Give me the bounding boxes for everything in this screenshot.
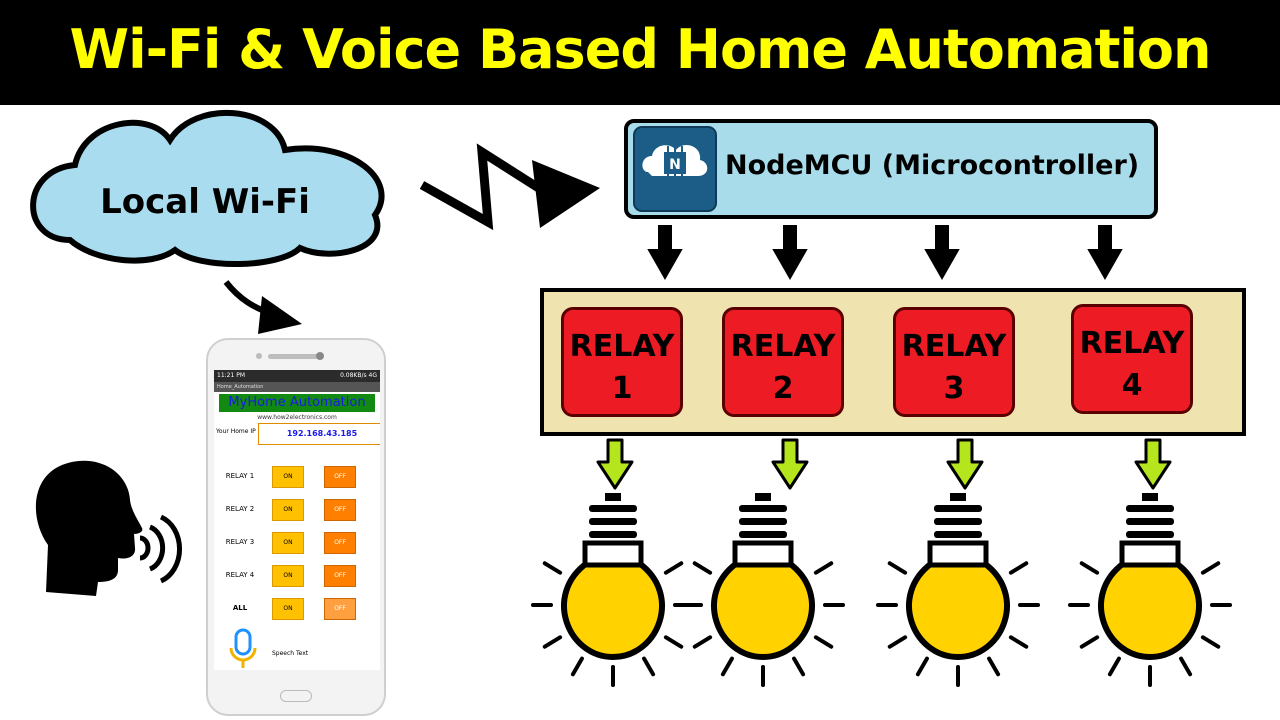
relay-3: RELAY 3 — [893, 307, 1015, 417]
mcu-to-relay-arrow — [647, 225, 683, 281]
mcu-to-relay-arrow — [924, 225, 960, 281]
home-button[interactable] — [280, 690, 312, 702]
control-row-relay-2: RELAY 2 ON OFF — [214, 499, 380, 521]
phone-camera — [316, 352, 324, 360]
light-bulb-icon — [1068, 493, 1232, 687]
relay-2-on-button[interactable]: ON — [272, 499, 304, 521]
relay-label: RELAY — [901, 329, 1007, 364]
microphone-icon[interactable] — [228, 628, 258, 670]
relay-4: RELAY 4 — [1071, 304, 1193, 414]
relay-2: RELAY 2 — [722, 307, 844, 417]
app-website[interactable]: www.how2electronics.com — [257, 414, 337, 421]
relay-4-off-button[interactable]: OFF — [324, 565, 356, 587]
light-bulb-icon — [531, 493, 695, 687]
speaking-head-icon — [35, 460, 143, 596]
status-time: 11:21 PM — [217, 372, 245, 379]
control-row-relay-1: RELAY 1 ON OFF — [214, 466, 380, 488]
relay-1-on-button[interactable]: ON — [272, 466, 304, 488]
relay-number: 2 — [772, 371, 794, 406]
relay-label: RELAY — [569, 329, 675, 364]
phone-sensor — [256, 353, 262, 359]
ip-input[interactable]: 192.168.43.185 — [258, 423, 380, 445]
nodemcu-logo-letter: N — [669, 157, 681, 173]
mcu-to-relay-arrow — [1087, 225, 1123, 281]
control-label: RELAY 2 — [225, 505, 255, 513]
smartphone: 11:21 PM 0.08KB/s 4G Home_Automation MyH… — [206, 338, 386, 716]
app-title: MyHome Automation — [219, 394, 375, 412]
speech-text-label: Speech Text — [272, 650, 309, 657]
all-off-button[interactable]: OFF — [324, 598, 356, 620]
relay-number: 1 — [611, 371, 633, 406]
relay-1: RELAY 1 — [561, 307, 683, 417]
cloud-label: Local Wi-Fi — [100, 182, 310, 222]
relay-label: RELAY — [730, 329, 836, 364]
relay-to-bulb-arrow — [771, 438, 809, 490]
status-indicators: 0.08KB/s 4G — [340, 372, 377, 379]
relay-1-off-button[interactable]: OFF — [324, 466, 356, 488]
relay-3-off-button[interactable]: OFF — [324, 532, 356, 554]
title-banner — [0, 0, 1280, 105]
status-bar: 11:21 PM 0.08KB/s 4G — [214, 370, 380, 382]
relay-to-bulb-arrow — [596, 438, 634, 490]
nodemcu-chip-icon: N — [642, 145, 708, 180]
relay-2-off-button[interactable]: OFF — [324, 499, 356, 521]
ip-label: Your Home IP — [216, 428, 256, 435]
control-label: RELAY 4 — [225, 571, 255, 579]
light-bulb-icon — [876, 493, 1040, 687]
relay-3-on-button[interactable]: ON — [272, 532, 304, 554]
control-row-all: ALL ON OFF — [214, 598, 380, 620]
phone-screen: 11:21 PM 0.08KB/s 4G Home_Automation MyH… — [214, 370, 380, 670]
ip-row: Your Home IP 192.168.43.185 — [214, 423, 380, 449]
phone-speaker — [268, 354, 322, 359]
control-label: RELAY 1 — [225, 472, 255, 480]
light-bulb-icon — [681, 493, 845, 687]
relay-number: 4 — [1121, 368, 1143, 403]
page-title: Wi-Fi & Voice Based Home Automation — [69, 18, 1212, 81]
relay-to-bulb-arrow — [1134, 438, 1172, 490]
cloud-shape — [30, 109, 385, 267]
sound-waves-icon — [139, 514, 183, 584]
app-bar: Home_Automation — [214, 382, 380, 392]
relay-4-on-button[interactable]: ON — [272, 565, 304, 587]
control-row-relay-4: RELAY 4 ON OFF — [214, 565, 380, 587]
control-row-relay-3: RELAY 3 ON OFF — [214, 532, 380, 554]
relay-label: RELAY — [1079, 326, 1185, 361]
all-on-button[interactable]: ON — [272, 598, 304, 620]
control-label: ALL — [232, 604, 248, 612]
relay-to-bulb-arrow — [946, 438, 984, 490]
cloud-to-phone-arrow — [223, 280, 302, 334]
mcu-to-relay-arrow — [772, 225, 808, 281]
relay-number: 3 — [943, 371, 965, 406]
control-label: RELAY 3 — [225, 538, 255, 546]
wireless-signal-arrow — [419, 143, 600, 231]
nodemcu-label: NodeMCU (Microcontroller) — [725, 150, 1140, 181]
